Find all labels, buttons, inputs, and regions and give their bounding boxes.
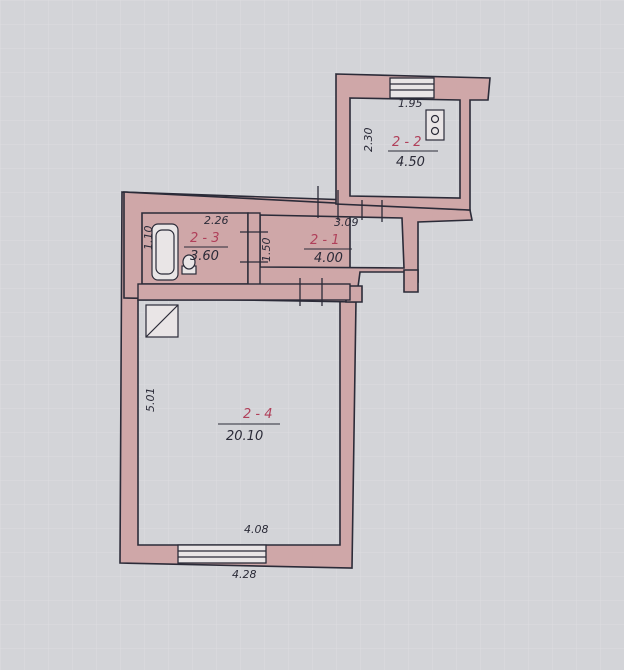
room-area-kitchen: 4.50 <box>396 155 425 170</box>
bathtub-icon <box>151 223 179 281</box>
room-label-kitchen: 2 - 2 4.50 <box>388 135 438 170</box>
room-area-living: 20.10 <box>226 429 263 444</box>
partition-upper-lower <box>137 283 351 301</box>
wall-stub-right <box>403 269 419 293</box>
room-label-corridor: 2 - 1 4.00 <box>304 233 352 266</box>
room-id-kitchen: 2 - 2 <box>392 135 422 150</box>
room-id-corridor: 2 - 1 <box>310 233 340 248</box>
stove-icon <box>425 109 445 141</box>
dim-corridor-width: 3.09 <box>334 216 359 229</box>
dim-outer-width: 4.28 <box>232 568 257 581</box>
room-label-bath: 2 - 3 3.60 <box>184 231 228 264</box>
window-kitchen <box>389 77 435 99</box>
dim-living-depth: 5.01 <box>144 388 157 413</box>
chimney-icon <box>145 304 179 338</box>
dim-bath-width: 2.26 <box>204 214 229 227</box>
dim-living-width: 4.08 <box>244 523 269 536</box>
dim-kitchen-width: 1.95 <box>398 97 423 110</box>
dim-bath-tub: 1.10 <box>142 226 155 251</box>
room-id-bath: 2 - 3 <box>190 231 220 246</box>
dim-kitchen-depth: 2.30 <box>362 128 375 153</box>
window-living <box>177 544 267 564</box>
partitions <box>137 212 351 301</box>
kitchen-block-walls <box>335 73 491 211</box>
dim-bath-depth: 1.50 <box>260 238 273 263</box>
room-label-living: 2 - 4 20.10 <box>218 407 280 444</box>
toilet-icon <box>181 254 197 275</box>
room-area-bath: 3.60 <box>190 249 219 264</box>
room-area-corridor: 4.00 <box>314 251 343 266</box>
room-id-living: 2 - 4 <box>243 407 273 422</box>
door-marks <box>240 186 383 306</box>
partition-bath-corridor <box>247 212 261 286</box>
